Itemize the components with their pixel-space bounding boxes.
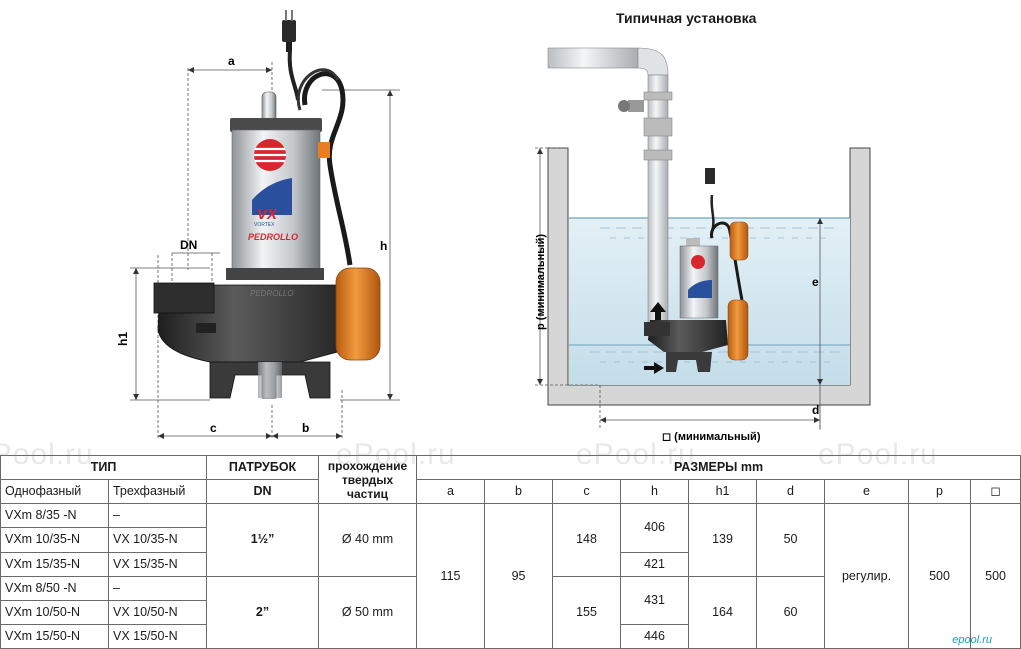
col-p: p bbox=[908, 479, 972, 505]
dim-label-d: d bbox=[812, 403, 819, 417]
d-group1: 50 bbox=[756, 503, 826, 577]
h1-group2: 164 bbox=[688, 575, 758, 649]
float-switch bbox=[335, 267, 381, 361]
h1-group1: 139 bbox=[688, 503, 758, 577]
header-type: ТИП bbox=[0, 454, 208, 481]
col-e: e bbox=[824, 479, 910, 505]
col-c: c bbox=[552, 479, 622, 505]
dim-label-a: a bbox=[228, 54, 235, 68]
header-three-phase: Трехфазный bbox=[107, 479, 208, 505]
solids-group1: Ø 40 mm bbox=[318, 503, 418, 577]
table-row: VXm 8/50 -N – 2” Ø 50 mm 155 431 164 60 bbox=[0, 575, 1021, 649]
table-row: VXm 10/35-N VX 10/35-N bbox=[0, 527, 1021, 553]
dim-label-dn: DN bbox=[180, 238, 197, 252]
header-outlet: ПАТРУБОК bbox=[206, 454, 320, 481]
h-group2-b: 446 bbox=[620, 623, 690, 649]
pump-model-text: VX bbox=[257, 206, 278, 223]
value-a: 115 bbox=[416, 503, 486, 649]
h-group2-a: 431 bbox=[620, 575, 690, 625]
dim-label-square-min: ◻ (минимальный) bbox=[662, 431, 761, 443]
h-group1-b: 421 bbox=[620, 551, 690, 577]
value-square: 500 bbox=[970, 503, 1021, 649]
value-b: 95 bbox=[484, 503, 554, 649]
col-h1: h1 bbox=[688, 479, 758, 505]
col-d: d bbox=[756, 479, 826, 505]
specs-table: ТИП ПАТРУБОК прохождение твердых частиц … bbox=[0, 454, 1021, 649]
col-b: b bbox=[484, 479, 554, 505]
dim-label-e: e bbox=[812, 275, 819, 289]
col-a: a bbox=[416, 479, 486, 505]
dn-group2: 2” bbox=[206, 575, 320, 649]
table-row: VXm 15/50-N VX 15/50-N 446 bbox=[0, 623, 1021, 649]
pump-series-text: VORTEX bbox=[254, 222, 275, 228]
table-row: VXm 15/35-N VX 15/35-N 421 bbox=[0, 551, 1021, 577]
epool-badge: epool.ru bbox=[952, 634, 992, 646]
table-row: VXm 8/35 -N – 1½” Ø 40 mm 115 95 148 406… bbox=[0, 503, 1021, 649]
dim-label-h: h bbox=[380, 239, 387, 253]
pump-brand-text: PEDROLLO bbox=[248, 232, 298, 242]
pump-drawing: a h h1 c b DN bbox=[116, 10, 400, 440]
small-plug-icon bbox=[705, 168, 715, 184]
valve-handle-icon bbox=[618, 100, 630, 112]
dim-label-h1: h1 bbox=[116, 332, 130, 346]
value-e: регулир. bbox=[824, 503, 910, 649]
header-dims: РАЗМЕРЫ mm bbox=[416, 454, 1021, 481]
header-outlet-dn: DN bbox=[206, 479, 320, 505]
volute-brand-text: PEDROLLO bbox=[250, 289, 294, 298]
col-square: ◻ bbox=[970, 479, 1021, 505]
plug-icon bbox=[282, 20, 296, 42]
technical-drawing: a h h1 c b DN bbox=[116, 10, 871, 443]
solids-group2: Ø 50 mm bbox=[318, 575, 418, 649]
header-solids: прохождение твердых частиц bbox=[318, 454, 418, 505]
c-group2: 155 bbox=[552, 575, 622, 649]
col-h: h bbox=[620, 479, 690, 505]
dim-label-b: b bbox=[302, 421, 309, 435]
h-group1-a: 406 bbox=[620, 503, 690, 553]
dn-group1: 1½” bbox=[206, 503, 320, 577]
diagram-area: Типичная установка bbox=[0, 10, 937, 471]
header-single-phase: Однофазный bbox=[0, 479, 109, 505]
installation-drawing: p (минимальный) e d ◻ (минимальный) bbox=[535, 47, 871, 443]
discharge-pipe bbox=[647, 74, 669, 326]
d-group2: 60 bbox=[756, 575, 826, 649]
dim-label-p-min: p (минимальный) bbox=[535, 234, 547, 330]
c-group1: 148 bbox=[552, 503, 622, 577]
value-p: 500 bbox=[908, 503, 972, 649]
dim-label-c: c bbox=[210, 421, 217, 435]
install-title: Типичная установка bbox=[616, 10, 757, 26]
table-row: VXm 10/50-N VX 10/50-N bbox=[0, 599, 1021, 625]
